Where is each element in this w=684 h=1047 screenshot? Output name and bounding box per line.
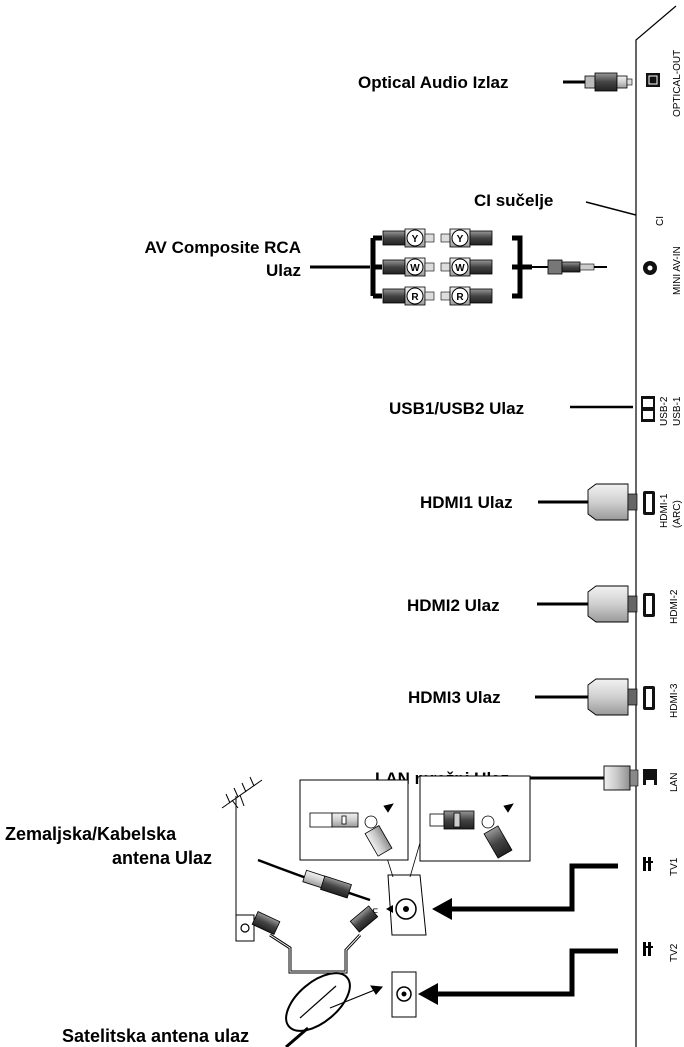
antenna-label-line1: Zemaljska/Kabelska [5, 824, 177, 844]
tv2-port-label: TV2 [669, 943, 680, 962]
ci-label: CI sučelje [474, 191, 553, 210]
usb-label: USB1/USB2 Ulaz [389, 399, 524, 418]
mini-av-port-label: MINI AV-IN [672, 246, 683, 295]
svg-text:R: R [456, 292, 464, 303]
hdmi3-label: HDMI3 Ulaz [408, 688, 501, 707]
optical-port-icon [646, 73, 660, 87]
antenna-section: Zemaljska/Kabelska antena Ulaz RF [5, 775, 680, 974]
av-section: AV Composite RCA Ulaz MINI AV-IN Y Y [145, 228, 683, 306]
rca-row-y: Y Y [382, 228, 493, 248]
satellite-label: Satelitska antena ulaz [62, 1026, 249, 1046]
hdmi3-port-label: HDMI-3 [669, 683, 680, 718]
hdmi2-port-label: HDMI-2 [669, 589, 680, 624]
tv2-arrow [432, 948, 618, 997]
rca-row-w: W W [382, 257, 493, 277]
hdmi1-arc-label: (ARC) [672, 500, 683, 528]
hdmi3-plug [587, 678, 629, 716]
tv1-port-icon [643, 857, 653, 871]
av-label-line2: Ulaz [266, 261, 301, 280]
svg-text:Y: Y [457, 234, 464, 245]
usb2-port-label: USB-2 [659, 396, 670, 426]
satellite-section: Satelitska antena ulaz TV2 [62, 942, 680, 1047]
antenna-label-line2: antena Ulaz [112, 848, 212, 868]
svg-text:W: W [455, 263, 465, 274]
ci-section: CI sučelje CI [474, 191, 666, 226]
tv1-port-label: TV1 [669, 857, 680, 876]
terrestrial-antenna-icon [221, 776, 263, 935]
usb1-port-label: USB-1 [672, 396, 683, 426]
hdmi1-label: HDMI1 Ulaz [420, 493, 513, 512]
tv2-port-icon [643, 942, 653, 956]
hdmi1-section: HDMI1 Ulaz HDMI-1 (ARC) [420, 483, 683, 528]
optical-section: Optical Audio Izlaz OPTICAL-OUT [358, 50, 683, 117]
tv1-arrow [446, 863, 618, 912]
hdmi1-plug [587, 483, 629, 521]
svg-text:R: R [411, 292, 419, 303]
rca-row-r: R R [382, 286, 493, 306]
svg-text:W: W [410, 263, 420, 274]
hdmi2-plug [587, 585, 629, 623]
svg-text:Y: Y [412, 234, 419, 245]
optical-port-label: OPTICAL-OUT [672, 50, 683, 117]
lan-plug [603, 765, 631, 791]
hdmi3-section: HDMI3 Ulaz HDMI-3 [408, 678, 680, 718]
hdmi2-section: HDMI2 Ulaz HDMI-2 [407, 585, 680, 624]
optical-label: Optical Audio Izlaz [358, 73, 509, 92]
satellite-dish-icon [285, 972, 384, 1047]
ci-port-label: CI [655, 216, 666, 226]
hdmi2-label: HDMI2 Ulaz [407, 596, 500, 615]
lan-port-label: LAN [669, 773, 680, 792]
av-label-line1: AV Composite RCA [145, 238, 301, 257]
tv-side-panel [635, 5, 677, 1047]
hdmi1-port-label: HDMI-1 [659, 493, 670, 528]
optical-plug [584, 72, 633, 92]
usb-section: USB1/USB2 Ulaz USB-2 USB-1 [389, 396, 683, 426]
